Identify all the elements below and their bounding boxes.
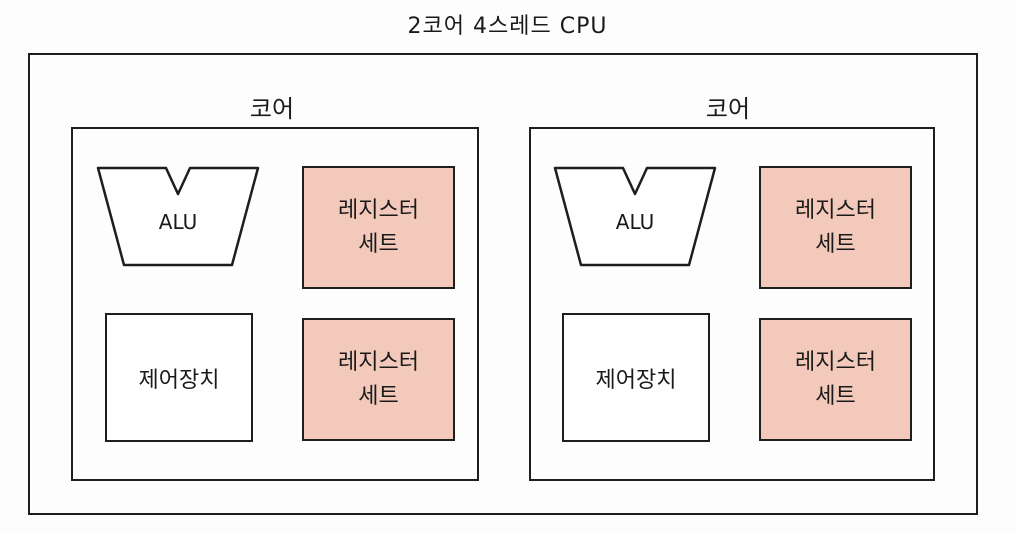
core-2-register-set-2-line2: 세트 <box>815 383 856 409</box>
core-1-control-unit: 제어장치 <box>105 313 253 442</box>
core-1-register-set-2-line1: 레지스터 <box>338 349 419 375</box>
core-2-register-set-1: 레지스터 세트 <box>759 166 912 289</box>
core-1-register-set-2: 레지스터 세트 <box>302 318 455 441</box>
core-1-alu-label: ALU <box>158 210 198 234</box>
core-2-register-set-1-line2: 세트 <box>815 231 856 257</box>
core-1-alu: ALU <box>96 166 260 268</box>
core-1-register-set-1-line2: 세트 <box>358 231 399 257</box>
core-2-alu-label: ALU <box>615 210 655 234</box>
core-2-alu: ALU <box>553 166 717 268</box>
core-1-alu-shape <box>96 166 260 267</box>
diagram-title: 2코어 4스레드 CPU <box>407 14 608 39</box>
core-2-register-set-2: 레지스터 세트 <box>759 318 912 441</box>
core-1-label: 코어 <box>249 95 295 123</box>
core-2-register-set-1-line1: 레지스터 <box>795 197 876 223</box>
core-2-label: 코어 <box>705 95 751 123</box>
core-1-register-set-1-line1: 레지스터 <box>338 197 419 223</box>
core-1-register-set-2-line2: 세트 <box>358 383 399 409</box>
core-1-register-set-1: 레지스터 세트 <box>302 166 455 289</box>
cpu-box <box>28 53 978 515</box>
core-2-control-unit: 제어장치 <box>562 313 710 442</box>
core-2-register-set-2-line1: 레지스터 <box>795 349 876 375</box>
core-2-alu-shape <box>553 166 717 267</box>
